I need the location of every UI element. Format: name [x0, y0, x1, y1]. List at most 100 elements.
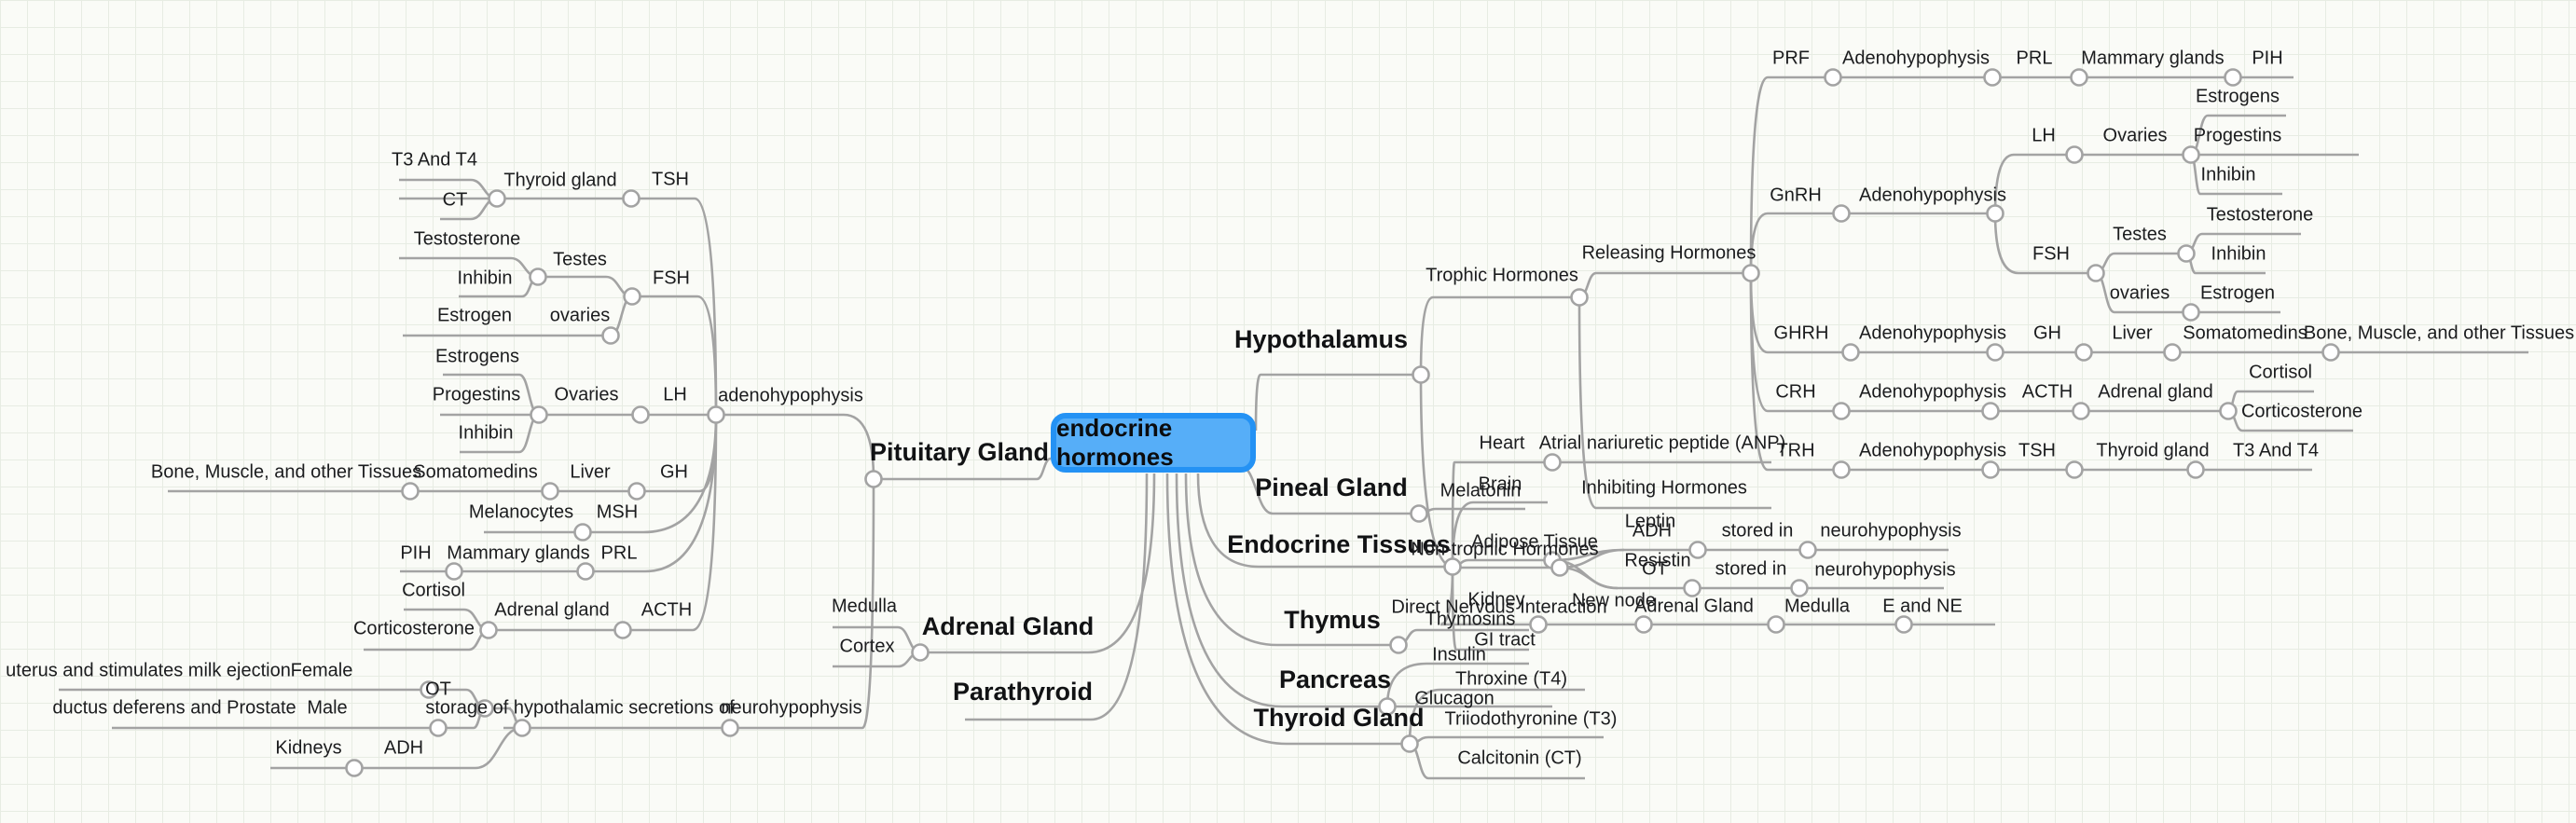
junction-circle[interactable] — [2065, 460, 2084, 479]
node-label[interactable]: Adenohypophysis — [1859, 381, 2006, 403]
node-label[interactable]: ovaries — [2109, 282, 2170, 304]
node-label[interactable]: Melanocytes — [468, 501, 574, 523]
node-label[interactable]: Trophic Hormones — [1426, 265, 1578, 286]
node-label[interactable]: Corticosterone — [352, 618, 475, 639]
node-label[interactable]: Estrogens — [2195, 86, 2280, 107]
junction-circle[interactable] — [541, 482, 559, 501]
node-label[interactable]: Thyroid Gland — [1253, 703, 1425, 732]
junction-circle[interactable] — [530, 405, 548, 424]
node-label[interactable]: adenohypophysis — [718, 385, 863, 406]
junction-circle[interactable] — [1798, 541, 1817, 559]
node-label[interactable]: Progestins — [2193, 125, 2282, 146]
node-label[interactable]: FSH — [653, 267, 690, 289]
node-label[interactable]: Ovaries — [2102, 125, 2168, 146]
junction-circle[interactable] — [529, 267, 547, 286]
junction-circle[interactable] — [1832, 402, 1851, 420]
node-label[interactable]: Cortisol — [2249, 362, 2312, 383]
node-label[interactable]: CT — [442, 189, 468, 211]
node-label[interactable]: Progestins — [432, 384, 521, 405]
junction-circle[interactable] — [864, 470, 883, 488]
node-label[interactable]: Somatomedins — [2183, 322, 2307, 344]
junction-circle[interactable] — [420, 680, 438, 699]
node-label[interactable]: Resistin — [1624, 550, 1691, 571]
node-label[interactable]: Throxine (T4) — [1454, 668, 1568, 690]
node-label[interactable]: LH — [2032, 125, 2056, 146]
node-label[interactable]: Parathyroid — [952, 677, 1094, 706]
junction-circle[interactable] — [1832, 204, 1851, 223]
node-label[interactable]: Testes — [2113, 224, 2167, 245]
node-label[interactable]: Inhibin — [2200, 164, 2256, 185]
junction-circle[interactable] — [488, 189, 506, 208]
node-label[interactable]: ACTH — [2021, 381, 2073, 403]
node-label[interactable]: PRF — [1772, 48, 1810, 69]
junction-circle[interactable] — [513, 719, 531, 737]
node-label[interactable]: Adenohypophysis — [1859, 440, 2006, 461]
node-label[interactable]: Medulla — [831, 596, 898, 617]
junction-circle[interactable] — [1742, 264, 1760, 282]
node-label[interactable]: New node — [1571, 590, 1657, 611]
node-label[interactable]: Kidney — [1467, 589, 1525, 610]
junction-circle[interactable] — [475, 699, 494, 718]
junction-circle[interactable] — [345, 759, 364, 777]
node-label[interactable]: Cortex — [839, 636, 895, 657]
node-label[interactable]: Liver — [2112, 322, 2153, 344]
junction-circle[interactable] — [601, 326, 620, 345]
junction-circle[interactable] — [1981, 460, 2000, 479]
junction-circle[interactable] — [2074, 343, 2093, 362]
node-label[interactable]: Inhibiting Hormones — [1581, 477, 1747, 499]
junction-circle[interactable] — [576, 562, 595, 581]
junction-circle[interactable] — [1688, 541, 1707, 559]
node-label[interactable]: neurohypophysis — [1814, 559, 1956, 581]
junction-circle[interactable] — [613, 621, 632, 639]
node-label[interactable]: GI tract — [1474, 629, 1536, 651]
node-label[interactable]: Thyroid gland — [2096, 440, 2210, 461]
junction-circle[interactable] — [1832, 460, 1851, 479]
junction-circle[interactable] — [1389, 636, 1408, 654]
node-label[interactable]: Hypothalamus — [1233, 324, 1409, 353]
node-label[interactable]: Pancreas — [1278, 665, 1392, 693]
junction-circle[interactable] — [1841, 343, 1860, 362]
junction-circle[interactable] — [2186, 460, 2205, 479]
junction-circle[interactable] — [1543, 453, 1562, 472]
junction-circle[interactable] — [1986, 343, 2004, 362]
junction-circle[interactable] — [2182, 303, 2200, 322]
junction-circle[interactable] — [627, 482, 646, 501]
node-label[interactable]: Pituitary Gland — [869, 437, 1050, 466]
node-label[interactable]: FSH — [2032, 243, 2070, 265]
node-label[interactable]: neurohypophysis — [1820, 520, 1962, 542]
node-label[interactable]: Glucagon — [1414, 688, 1495, 709]
junction-circle[interactable] — [1410, 504, 1428, 523]
node-label[interactable]: OT — [1642, 558, 1668, 580]
junction-circle[interactable] — [479, 621, 498, 639]
node-label[interactable]: ductus deferens and Prostate — [52, 697, 296, 719]
node-label[interactable]: Liver — [570, 461, 611, 483]
node-label[interactable]: GnRH — [1770, 185, 1822, 206]
junction-circle[interactable] — [2070, 68, 2088, 87]
node-label[interactable]: PIH — [2252, 48, 2283, 69]
node-label[interactable]: GH — [660, 461, 688, 483]
node-label[interactable]: Testes — [553, 249, 607, 270]
junction-circle[interactable] — [623, 287, 641, 306]
node-label[interactable]: Insulin — [1432, 644, 1486, 665]
node-label[interactable]: OT — [425, 679, 451, 700]
junction-circle[interactable] — [1824, 68, 1842, 87]
node-label[interactable]: Female — [290, 660, 353, 681]
node-label[interactable]: Adipose Tissue — [1471, 531, 1598, 553]
node-label[interactable]: Bone, Muscle, and other Tissues — [150, 461, 422, 483]
junction-circle[interactable] — [1981, 402, 2000, 420]
node-label[interactable]: Leptin — [1624, 511, 1676, 532]
node-label[interactable]: Cortisol — [402, 580, 465, 601]
node-label[interactable]: T3 And T4 — [392, 149, 477, 171]
node-label[interactable]: Pineal Gland — [1255, 473, 1408, 501]
junction-circle[interactable] — [1400, 734, 1419, 753]
node-label[interactable]: Estrogen — [2199, 282, 2276, 304]
junction-circle[interactable] — [401, 482, 420, 501]
junction-circle[interactable] — [1983, 68, 2002, 87]
node-label[interactable]: Adrenal Gland — [1634, 596, 1754, 617]
node-label[interactable]: Inhibin — [457, 267, 513, 289]
node-label[interactable]: Calcitonin (CT) — [1457, 748, 1582, 769]
node-label[interactable]: ACTH — [641, 599, 693, 621]
node-label[interactable]: Adenohypophysis — [1859, 322, 2006, 344]
junction-circle[interactable] — [1767, 615, 1785, 634]
node-label[interactable]: Releasing Hormones — [1581, 242, 1756, 264]
